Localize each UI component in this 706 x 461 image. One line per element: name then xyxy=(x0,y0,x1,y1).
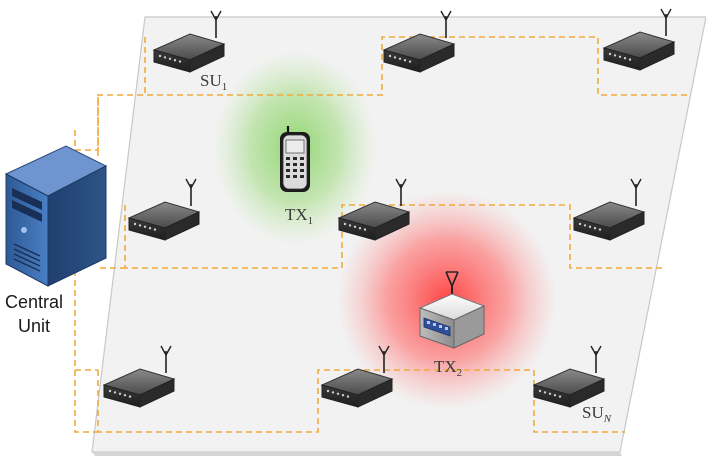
su1-label-base: SU xyxy=(200,71,222,90)
tx1-label-sub: 1 xyxy=(308,215,314,227)
tx1-label: TX1 xyxy=(285,205,313,227)
sensing-plane-shadow xyxy=(92,452,622,456)
tx2-label-sub: 2 xyxy=(457,367,463,379)
sun-label-sub: N xyxy=(603,413,612,425)
su1-label-sub: 1 xyxy=(222,81,228,93)
tx2-label: TX2 xyxy=(434,357,462,379)
link-row-1 xyxy=(97,36,690,156)
central-unit-label-line1: Central xyxy=(5,292,63,312)
sun-label: SUN xyxy=(582,403,612,425)
server-tower-icon xyxy=(4,145,108,287)
tx1-label-base: TX xyxy=(285,205,308,224)
central-unit-label-line2: Unit xyxy=(18,316,50,336)
sun-label-base: SU xyxy=(582,403,604,422)
su1-label: SU1 xyxy=(200,71,227,93)
base-station-icon xyxy=(418,271,486,349)
mobile-phone-icon xyxy=(280,126,310,192)
link-backbone-top xyxy=(75,95,99,151)
tx2-label-base: TX xyxy=(434,357,457,376)
